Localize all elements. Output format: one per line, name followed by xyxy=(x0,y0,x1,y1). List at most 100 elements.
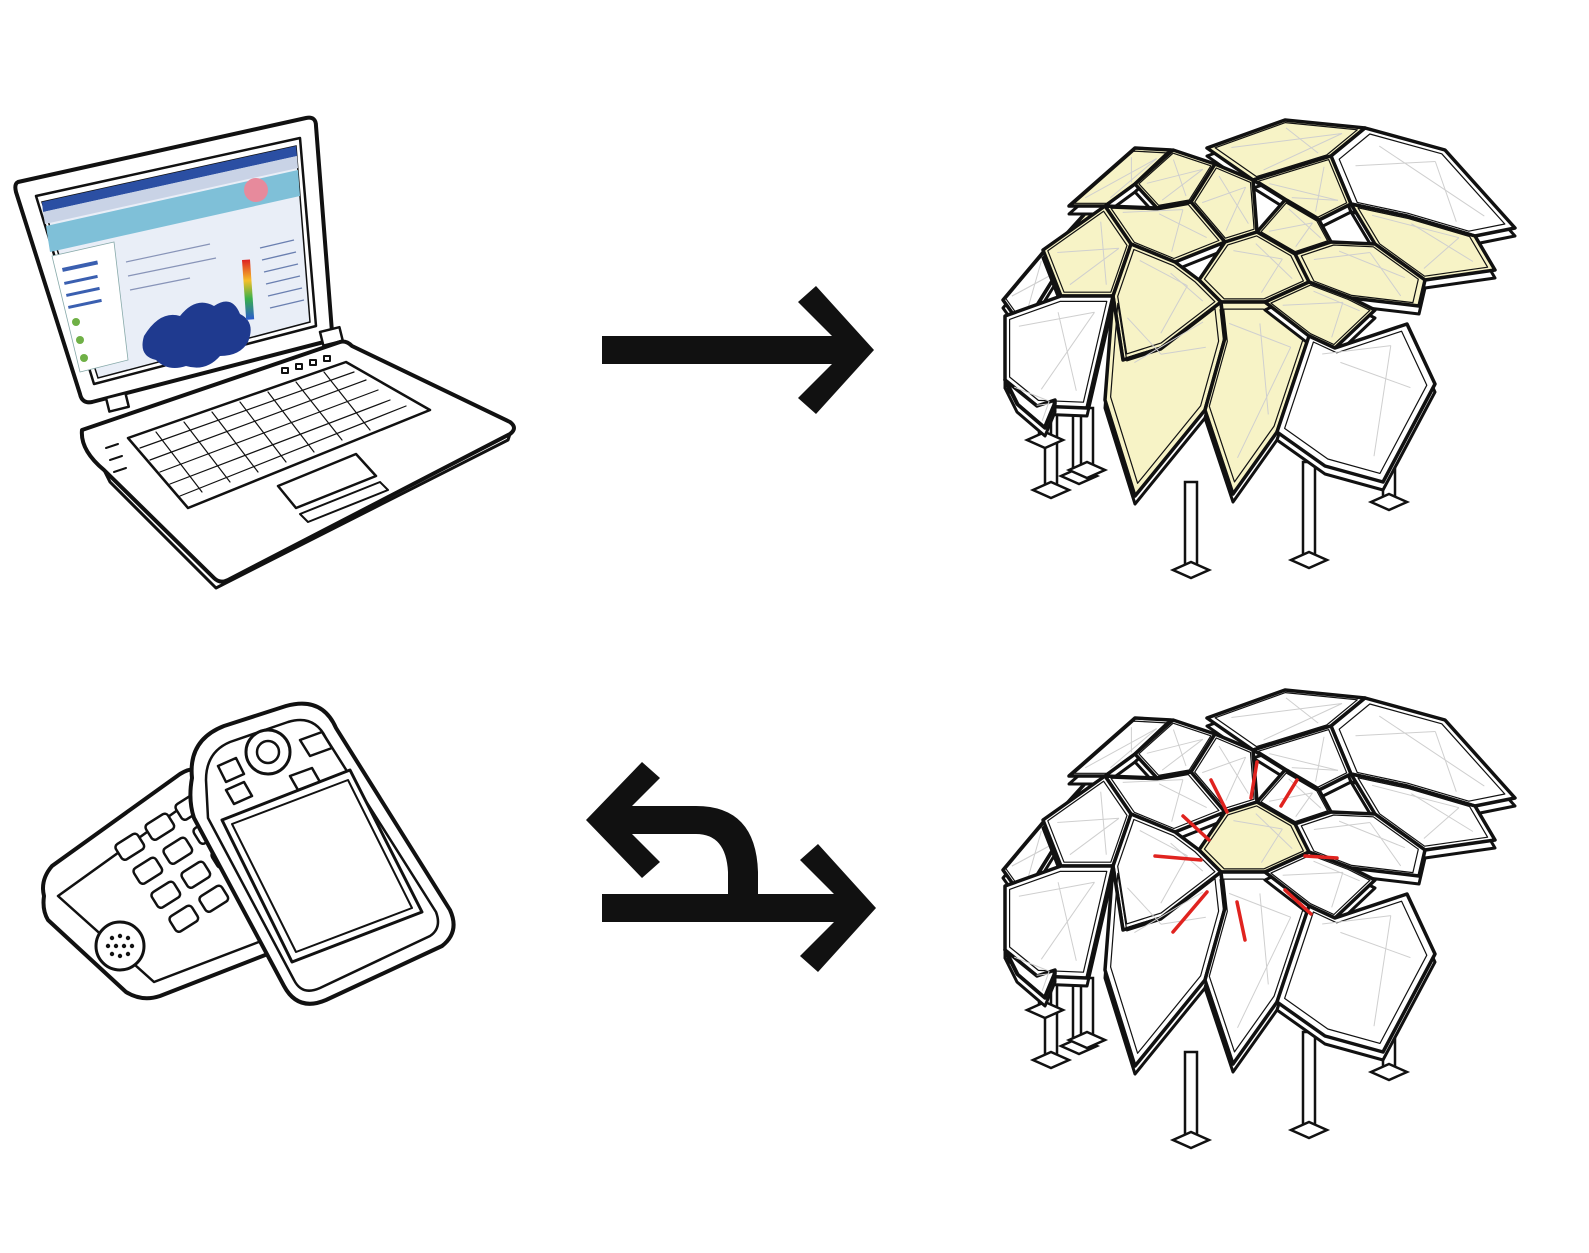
map-street xyxy=(1411,223,1474,262)
map-street xyxy=(1122,209,1183,213)
panel xyxy=(1251,724,1353,792)
map-street xyxy=(1331,872,1344,908)
map-street xyxy=(1379,715,1485,787)
map-street xyxy=(1423,807,1460,839)
column-base xyxy=(1065,1030,1109,1050)
map-street xyxy=(1228,322,1291,348)
panel-frame xyxy=(1110,302,1220,484)
map-street xyxy=(1057,817,1119,823)
panel-frame xyxy=(1007,381,1054,427)
column xyxy=(1183,480,1199,572)
map-street xyxy=(1218,175,1249,224)
sensor-line xyxy=(1153,854,1203,862)
map-street xyxy=(1282,871,1343,876)
map-street xyxy=(1233,820,1283,830)
panel-frame xyxy=(1203,235,1304,300)
map-street xyxy=(1434,731,1457,792)
panel-frame xyxy=(1300,814,1419,874)
map-street xyxy=(1340,361,1411,389)
map-street xyxy=(1340,931,1411,959)
map-street xyxy=(1291,197,1339,201)
map-street xyxy=(1161,738,1204,771)
panel-frame xyxy=(1073,150,1167,204)
map-street xyxy=(1011,844,1052,867)
column-base xyxy=(1065,460,1109,480)
map-street xyxy=(1202,186,1246,204)
map-street xyxy=(1423,237,1460,269)
map-street xyxy=(1172,729,1187,767)
panel-frame xyxy=(1073,720,1167,774)
bidirectional-arrow-icon xyxy=(586,760,886,972)
map-region xyxy=(142,301,251,368)
map-street xyxy=(1322,345,1391,355)
sensor-line xyxy=(1181,814,1211,842)
sensor-line xyxy=(1279,778,1299,808)
column-base xyxy=(1029,480,1073,500)
map-street xyxy=(1158,213,1207,239)
column-base xyxy=(1169,1130,1213,1150)
map-street xyxy=(1110,158,1157,199)
canopy-panels xyxy=(1001,118,1517,506)
panel-frame xyxy=(1110,773,1220,830)
map-street xyxy=(1160,855,1188,904)
map-street xyxy=(1225,186,1247,231)
map-street xyxy=(1018,311,1095,327)
panel-frame xyxy=(1138,722,1212,776)
column xyxy=(1301,460,1317,562)
map-street xyxy=(1218,745,1249,794)
column-base xyxy=(1287,550,1331,570)
map-street xyxy=(1338,820,1406,849)
map-street xyxy=(1373,345,1392,457)
panel-frame xyxy=(1260,772,1329,823)
column-base xyxy=(1169,560,1213,580)
map-street xyxy=(1255,813,1293,849)
panel-frame xyxy=(1047,210,1128,293)
map-street xyxy=(1233,250,1283,260)
panel-frame xyxy=(1357,207,1489,277)
mobile-phones-icon xyxy=(30,700,470,1020)
map-street xyxy=(1146,738,1203,754)
map-street xyxy=(1322,915,1391,925)
map-street xyxy=(1160,346,1206,355)
map-street xyxy=(1040,882,1095,960)
panel-frame xyxy=(1338,703,1506,802)
panel-frame xyxy=(1117,248,1216,355)
map-street xyxy=(1127,887,1162,925)
panel-frame xyxy=(1047,780,1128,863)
map-street xyxy=(1036,403,1050,406)
map-street xyxy=(1237,916,1292,1029)
map-street xyxy=(1171,779,1184,822)
column xyxy=(1183,1050,1199,1142)
panel xyxy=(1275,322,1437,484)
map-street xyxy=(1122,779,1183,783)
map-street xyxy=(1237,346,1292,459)
panel-frame xyxy=(1257,159,1348,218)
map-street xyxy=(1018,881,1095,897)
panel-frame xyxy=(1257,729,1348,788)
map-street xyxy=(1263,133,1343,171)
map-street xyxy=(1100,221,1107,285)
map-street xyxy=(1260,828,1283,863)
canopy-icon xyxy=(995,680,1555,1160)
map-street xyxy=(1127,317,1162,355)
panel-frame xyxy=(1009,300,1108,403)
panel-frame xyxy=(1300,244,1419,304)
map-street xyxy=(1295,792,1313,817)
map-street xyxy=(1014,386,1050,402)
map-street xyxy=(1331,302,1344,338)
column-base xyxy=(1023,430,1067,450)
map-street xyxy=(1084,158,1157,199)
map-street xyxy=(1146,168,1203,184)
map-street xyxy=(1172,159,1187,197)
map-street xyxy=(1228,892,1291,918)
column xyxy=(1301,1030,1317,1132)
map-street xyxy=(1036,973,1050,976)
panel-frame xyxy=(1214,692,1358,748)
map-street xyxy=(1269,183,1339,201)
support-columns xyxy=(1023,398,1411,580)
map-street xyxy=(1139,830,1188,857)
map-street xyxy=(1040,312,1095,390)
map-street xyxy=(1355,161,1436,167)
panel-frame xyxy=(1203,805,1304,870)
